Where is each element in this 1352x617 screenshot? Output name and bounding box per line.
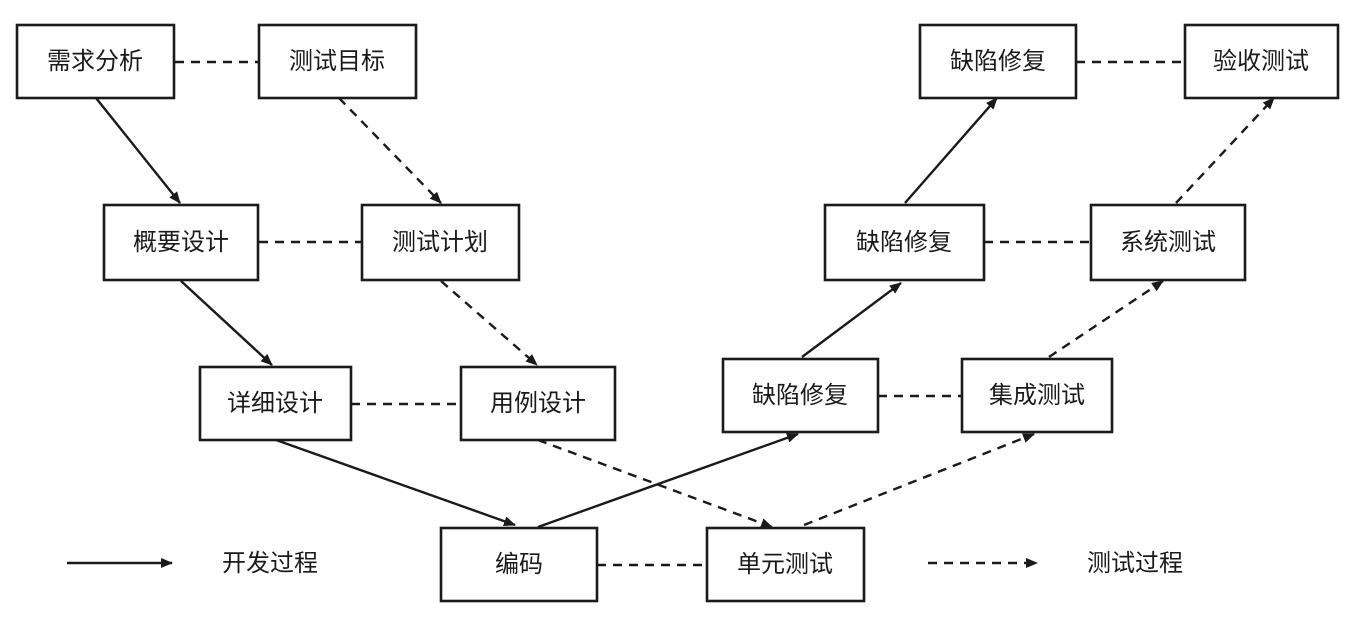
legend-test-process: 测试过程 <box>928 549 1183 577</box>
node-unit-test: 单元测试 <box>705 526 866 603</box>
edge-fix1-to-fix2 <box>801 282 902 358</box>
edge-unit-to-integration <box>803 432 1035 527</box>
pair-connectors <box>175 60 1185 567</box>
node-label: 缺陷修复 <box>856 228 952 256</box>
node-label: 缺陷修复 <box>950 47 1046 75</box>
node-case-design: 用例设计 <box>459 365 617 442</box>
node-label: 集成测试 <box>989 381 1085 409</box>
node-test-goal: 测试目标 <box>257 23 418 100</box>
edge-integration-to-system <box>1048 280 1164 358</box>
node-label: 系统测试 <box>1120 228 1216 256</box>
legend: 开发过程 测试过程 <box>67 549 1183 577</box>
node-label: 概要设计 <box>133 228 229 256</box>
node-defect-fix-3: 缺陷修复 <box>918 23 1078 100</box>
legend-dev-process: 开发过程 <box>67 549 318 577</box>
edge-system-to-acceptance <box>1175 97 1275 204</box>
edge-fix2-to-fix3 <box>904 97 998 204</box>
node-label: 单元测试 <box>737 550 833 578</box>
edge-req-to-overview <box>95 97 181 204</box>
node-integration-test: 集成测试 <box>960 357 1114 434</box>
node-label: 编码 <box>495 550 543 578</box>
edge-coding-to-fix1 <box>537 432 799 529</box>
node-label: 用例设计 <box>490 389 586 417</box>
node-acceptance-test: 验收测试 <box>1183 23 1340 100</box>
legend-test-label: 测试过程 <box>1087 549 1183 577</box>
node-label: 详细设计 <box>227 389 323 417</box>
dev-edges <box>95 97 998 529</box>
node-defect-fix-1: 缺陷修复 <box>721 357 880 434</box>
node-label: 测试目标 <box>289 47 385 75</box>
edge-plan-to-case <box>440 280 538 366</box>
node-detail-design: 详细设计 <box>198 365 353 442</box>
edge-case-to-unit <box>537 438 773 529</box>
node-req-analysis: 需求分析 <box>15 23 176 100</box>
legend-dev-label: 开发过程 <box>222 549 318 577</box>
node-label: 验收测试 <box>1213 47 1309 75</box>
test-edges <box>338 97 1275 529</box>
node-coding: 编码 <box>439 526 599 603</box>
edge-goal-to-plan <box>338 97 442 204</box>
node-system-test: 系统测试 <box>1089 203 1247 282</box>
node-overview-design: 概要设计 <box>102 203 260 282</box>
node-test-plan: 测试计划 <box>360 203 521 282</box>
node-label: 缺陷修复 <box>752 381 848 409</box>
edge-overview-to-detail <box>180 280 273 366</box>
node-label: 需求分析 <box>47 47 143 75</box>
edge-detail-to-coding <box>275 438 516 527</box>
node-label: 测试计划 <box>392 228 488 256</box>
node-defect-fix-2: 缺陷修复 <box>823 203 986 282</box>
